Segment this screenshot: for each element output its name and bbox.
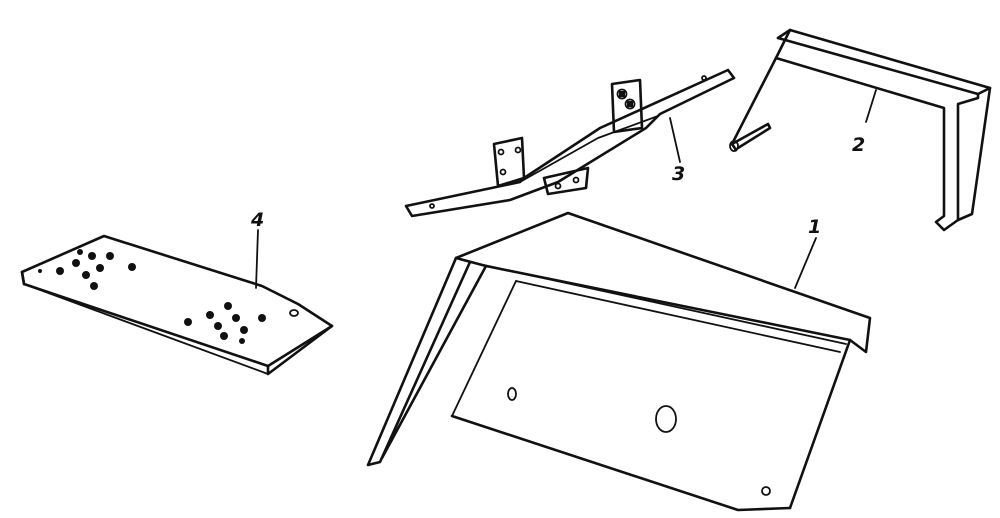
part-3-mounting-rail: [404, 68, 736, 218]
callout-number-4: 4: [251, 209, 265, 231]
callout-number-1: 1: [808, 216, 822, 238]
part-1-shroud: [366, 211, 872, 512]
part-2-bracket: [729, 28, 992, 232]
callout-number-3: 3: [672, 163, 686, 185]
callout-number-2: 2: [852, 134, 866, 156]
part-4-mounting-plate: [20, 229, 334, 376]
